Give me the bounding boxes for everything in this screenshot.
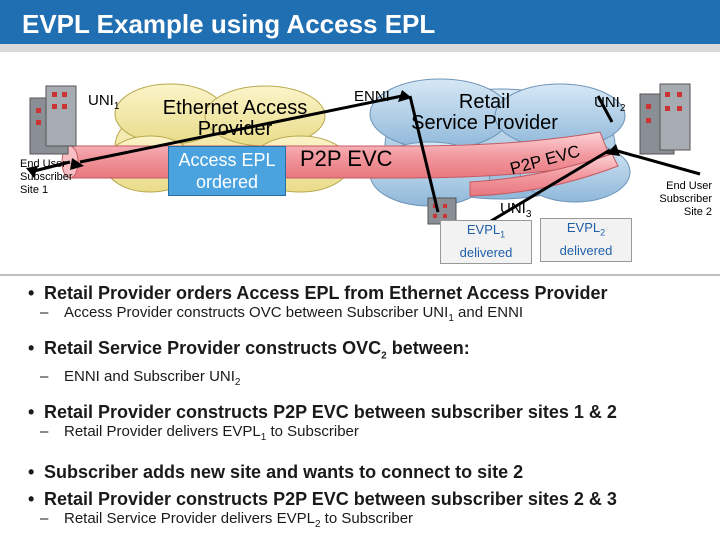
arrow-heads bbox=[26, 90, 620, 178]
access-provider-line-2: Provider bbox=[197, 118, 273, 140]
site-1-line-1: End User bbox=[20, 158, 66, 170]
uni1-label: UNI1 bbox=[88, 92, 119, 112]
bullet-5-text: Retail Provider constructs P2P EVC betwe… bbox=[44, 488, 617, 509]
uni1-sub: 1 bbox=[113, 101, 120, 112]
bullet-5a-sub: 2 bbox=[314, 518, 321, 530]
bullet-4-text: Subscriber adds new site and wants to co… bbox=[44, 461, 524, 482]
access-epl-ordered-box: Access EPL ordered bbox=[168, 146, 286, 196]
enni-label: ENNI bbox=[354, 88, 390, 105]
bullet-1: Retail Provider orders Access EPL from E… bbox=[28, 282, 718, 304]
site-2-line-2: Subscriber bbox=[659, 193, 712, 205]
evpl2-delivered-box: EVPL2 delivered bbox=[540, 218, 632, 262]
bullet-3: Retail Provider constructs P2P EVC betwe… bbox=[28, 401, 718, 423]
evpl2-text: EVPL bbox=[566, 220, 601, 235]
uni3-label: UNI3 bbox=[500, 200, 531, 220]
uni3-sub: 3 bbox=[525, 209, 532, 220]
uni3-text: UNI bbox=[500, 200, 526, 217]
title-bar: EVPL Example using Access EPL bbox=[0, 0, 720, 52]
building-site-3-icon bbox=[427, 197, 457, 225]
bullet-2: Retail Service Provider constructs OVC2 … bbox=[28, 337, 718, 368]
evpl1-sub: 1 bbox=[500, 229, 506, 240]
site-1-line-3: Site 1 bbox=[20, 184, 49, 196]
p2p-evc-main-label: P2P EVC bbox=[300, 146, 393, 171]
dash: – bbox=[40, 304, 49, 321]
site-2-line-1: End User bbox=[666, 180, 712, 192]
access-epl-line-2: ordered bbox=[195, 172, 259, 192]
diagram-divider bbox=[0, 274, 720, 276]
bullet-2a: –ENNI and Subscriber UNI2 bbox=[28, 368, 718, 392]
bullet-2a-text: ENNI and Subscriber UNI bbox=[64, 367, 235, 385]
evpl1-title: EVPL1 bbox=[441, 221, 531, 244]
uni2-label: UNI2 bbox=[594, 94, 625, 114]
enni-text: ENNI bbox=[354, 88, 390, 105]
bullet-2a-sub: 2 bbox=[234, 376, 241, 388]
uni2-text: UNI bbox=[594, 94, 620, 111]
network-diagram: UNI1 ENNI UNI2 UNI3 Ethernet Access Prov… bbox=[0, 54, 720, 276]
bullet-3-text: Retail Provider constructs P2P EVC betwe… bbox=[44, 401, 617, 422]
bullet-1a-text: Access Provider constructs OVC between S… bbox=[64, 304, 449, 321]
bullet-2-sub: 2 bbox=[381, 350, 387, 362]
bullet-2-text: Retail Service Provider constructs OVC bbox=[44, 338, 382, 358]
bullet-1a-sub: 1 bbox=[448, 313, 454, 324]
dash: – bbox=[40, 422, 49, 440]
bullet-2-post: between: bbox=[386, 338, 470, 358]
site-2-label: End User Subscriber Site 2 bbox=[636, 180, 712, 219]
bullet-5a: –Retail Service Provider delivers EVPL2 … bbox=[28, 510, 718, 534]
bullet-5a-text: Retail Service Provider delivers EVPL bbox=[64, 509, 315, 527]
bullet-5a-post: to Subscriber bbox=[320, 509, 414, 527]
site-1-line-2: Subscriber bbox=[20, 171, 73, 183]
site-1-label: End User Subscriber Site 1 bbox=[20, 158, 73, 197]
page-title: EVPL Example using Access EPL bbox=[22, 9, 436, 39]
evpl1-delivered-box: EVPL1 delivered bbox=[440, 220, 532, 264]
bullet-5: Retail Provider constructs P2P EVC betwe… bbox=[28, 488, 718, 510]
building-site-2-icon bbox=[639, 83, 691, 155]
retail-provider-label: Retail Service Provider bbox=[392, 92, 577, 134]
evpl1-text: EVPL bbox=[466, 222, 501, 237]
bullet-1a: –Access Provider constructs OVC between … bbox=[28, 304, 718, 328]
dash: – bbox=[40, 367, 49, 385]
bullet-3a-text: Retail Provider delivers EVPL bbox=[64, 422, 261, 440]
access-epl-line-1: Access EPL bbox=[178, 150, 276, 170]
bullet-1-text: Retail Provider orders Access EPL from E… bbox=[44, 283, 608, 303]
uni1-text: UNI bbox=[88, 92, 114, 109]
evpl1-status: delivered bbox=[459, 244, 513, 260]
bullet-3a-sub: 1 bbox=[260, 431, 267, 443]
connection-arrows bbox=[29, 94, 701, 226]
access-provider-label: Ethernet Access Provider bbox=[150, 98, 320, 140]
dash: – bbox=[40, 509, 49, 527]
evpl2-sub: 2 bbox=[600, 227, 606, 238]
evpl2-status: delivered bbox=[559, 242, 613, 258]
bullet-1a-post: and ENNI bbox=[453, 304, 524, 321]
evpl2-title: EVPL2 bbox=[541, 219, 631, 242]
title-ribbon bbox=[0, 44, 720, 52]
access-provider-line-1: Ethernet Access bbox=[162, 97, 308, 119]
bullet-list: Retail Provider orders Access EPL from E… bbox=[28, 282, 718, 534]
site-2-line-3: Site 2 bbox=[683, 206, 712, 218]
bullet-4: Subscriber adds new site and wants to co… bbox=[28, 461, 718, 483]
retail-provider-line-2: Service Provider bbox=[411, 112, 558, 134]
uni2-sub: 2 bbox=[619, 103, 626, 114]
bullet-3a: –Retail Provider delivers EVPL1 to Subsc… bbox=[28, 423, 718, 447]
bullet-3a-post: to Subscriber bbox=[266, 422, 359, 440]
retail-provider-line-1: Retail bbox=[458, 91, 511, 113]
building-site-1-icon bbox=[29, 85, 77, 155]
